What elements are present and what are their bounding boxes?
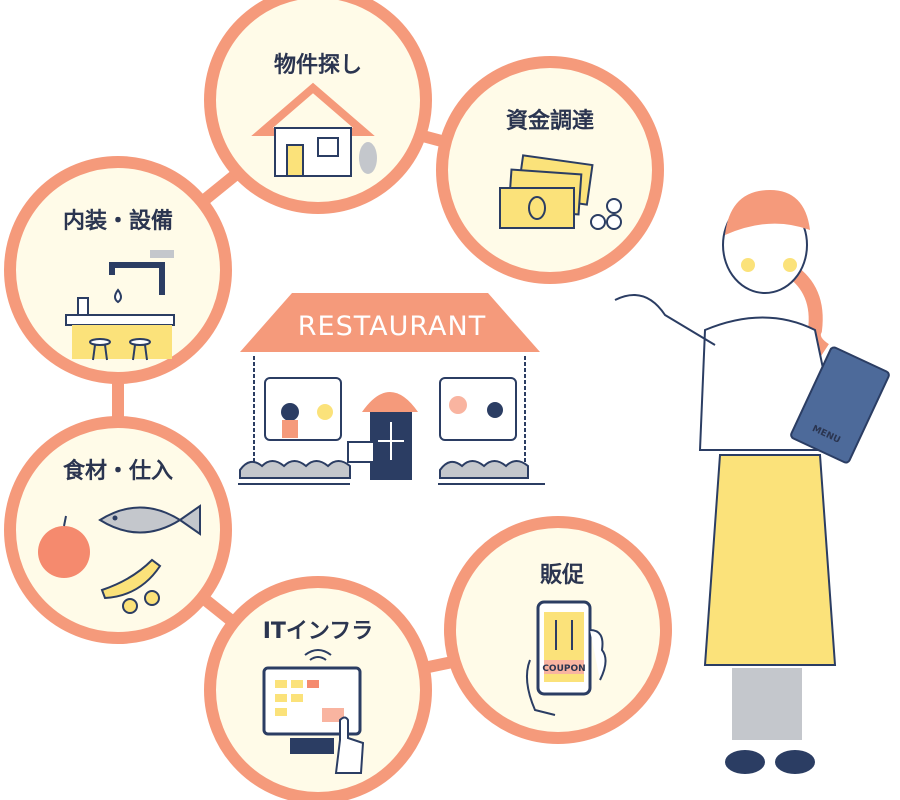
- faucet-counter-icon: [65, 250, 175, 361]
- step-label: 資金調達: [506, 108, 594, 134]
- pos-terminal-icon: [262, 649, 365, 774]
- step-interior-equipment: 内装・設備: [4, 156, 232, 384]
- money-icon: [499, 154, 622, 230]
- step-label: 食材・仕入: [63, 458, 173, 484]
- food-icon: [38, 504, 201, 614]
- step-label: 内装・設備: [63, 208, 173, 234]
- menu-board: MENU: [790, 346, 890, 464]
- step-it-infrastructure: ITインフラ: [204, 576, 432, 800]
- house-icon: [251, 82, 377, 177]
- step-label: 物件探し: [274, 52, 362, 78]
- restaurant-building: RESTAURANT: [238, 293, 545, 485]
- coupon-label: COUPON: [542, 664, 585, 674]
- smartphone-coupon-icon: COUPON: [525, 600, 607, 716]
- restaurant-sign: RESTAURANT: [298, 311, 486, 342]
- waitress-character: MENU: [614, 190, 890, 774]
- step-label: 販促: [540, 563, 584, 588]
- step-fundraising: 資金調達: [436, 56, 664, 284]
- step-promotion: 販促 COUPON: [444, 516, 672, 744]
- step-ingredients-purchasing: 食材・仕入: [4, 416, 232, 644]
- step-property-search: 物件探し: [204, 0, 432, 214]
- step-label: ITインフラ: [263, 619, 374, 644]
